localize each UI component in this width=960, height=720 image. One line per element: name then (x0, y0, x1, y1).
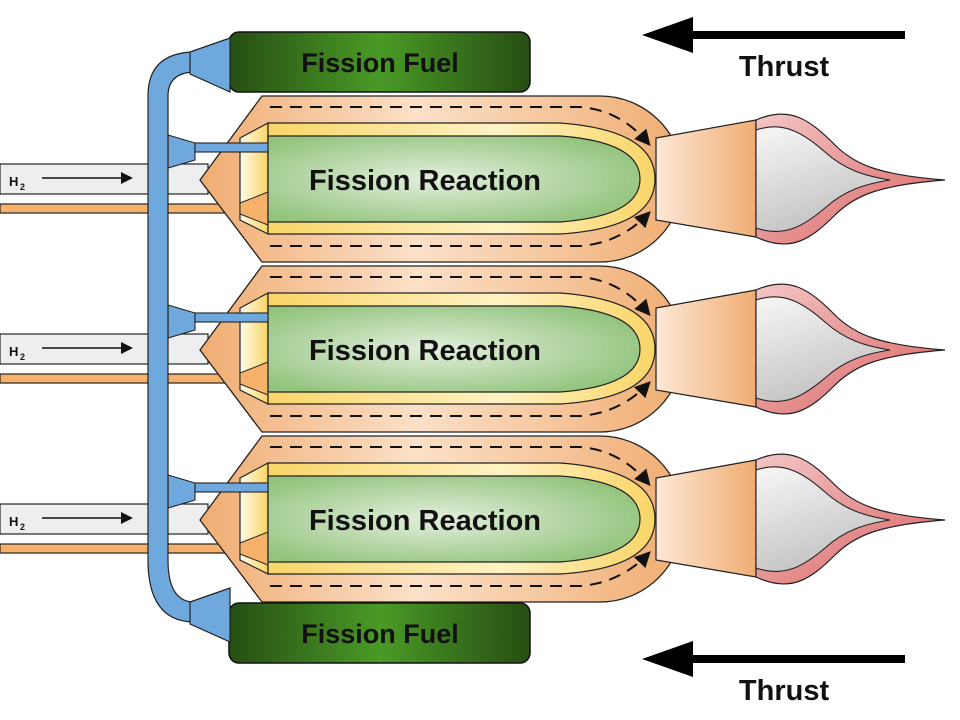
chamber-label: Fission Reaction (309, 335, 541, 367)
thrust-indicator-bottom: Thrust (642, 641, 905, 707)
chamber-label: Fission Reaction (309, 165, 541, 197)
flow-arrow-icon (270, 551, 651, 587)
fuel-tank-top: Fission Fuel (228, 31, 531, 93)
thrust-label: Thrust (739, 675, 830, 707)
fuel-manifold (147, 37, 231, 643)
reaction-core (267, 305, 641, 393)
coolant-pipe (0, 203, 241, 214)
flow-arrow-icon (270, 381, 651, 417)
h2-label: H (9, 514, 18, 529)
h2-subscript: 2 (20, 182, 25, 192)
h2-subscript: 2 (20, 522, 25, 532)
reaction-core (267, 135, 641, 223)
fuel-nozzle-top (189, 37, 231, 93)
chamber-label: Fission Reaction (309, 505, 541, 537)
h2-inlet-pipe (0, 503, 209, 535)
flow-arrow-icon (270, 211, 651, 247)
h2-label: H (9, 344, 18, 359)
plume-core (755, 466, 891, 573)
coolant-pipe (0, 543, 241, 554)
nozzle (655, 459, 757, 578)
plume-core (755, 126, 891, 233)
h2-label: H (9, 174, 18, 189)
fuel-feed-line (194, 482, 269, 493)
thrust-label: Thrust (739, 51, 830, 83)
thrust-indicator-top: Thrust (642, 17, 905, 83)
h2-subscript: 2 (20, 352, 25, 362)
reaction-core (267, 475, 641, 563)
h2-inlet-pipe (0, 333, 209, 365)
coolant-pipe (0, 373, 241, 384)
flow-arrow-icon (270, 276, 651, 317)
fuel-nozzle-bottom (189, 587, 231, 643)
nozzle (655, 289, 757, 408)
fuel-tank-label: Fission Fuel (301, 48, 459, 78)
h2-inlet-pipe (0, 163, 209, 195)
fuel-feed-line (194, 312, 269, 323)
fuel-feed-line (194, 142, 269, 153)
plume-core (755, 296, 891, 403)
flow-arrow-icon (270, 446, 651, 487)
fuel-tank-label: Fission Fuel (301, 619, 459, 649)
fuel-tank-bottom: Fission Fuel (228, 602, 531, 664)
flow-arrow-icon (270, 106, 651, 147)
nozzle (655, 119, 757, 238)
